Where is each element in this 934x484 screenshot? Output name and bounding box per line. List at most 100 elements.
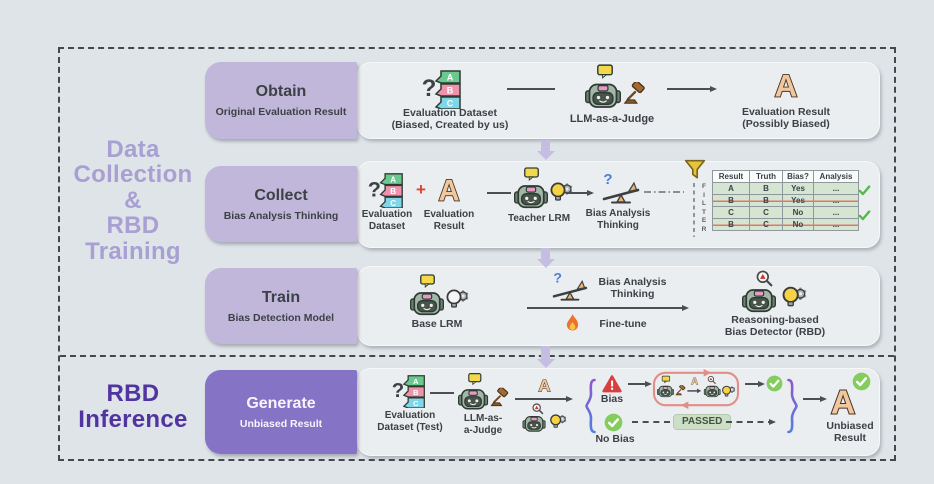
collect-subtitle: Bias Analysis Thinking [223, 209, 339, 222]
collect-thinking-label: Bias Analysis Thinking [585, 208, 651, 231]
col-bias: Bias? [782, 170, 814, 183]
obtain-arrow [667, 85, 717, 92]
finetune-label: Fine-tune [599, 318, 647, 330]
rbd-icon [742, 270, 808, 313]
obtain-header: Obtain Original Evaluation Result [205, 62, 357, 139]
cell-result: B [712, 194, 750, 207]
cell-truth: B [749, 182, 783, 195]
filter-table: Result Truth Bias? Analysis A B Yes ... … [712, 170, 859, 231]
cell-result: C [712, 206, 750, 219]
table-row: A B Yes ... [712, 182, 859, 195]
cell-result: B [712, 218, 750, 231]
evaluation-result-icon [772, 68, 800, 102]
finetune-arrow [527, 304, 689, 311]
final-arrow [803, 395, 827, 402]
flow-arrow-3 [536, 346, 555, 368]
cell-truth: C [749, 218, 783, 231]
generate-connector-line [430, 392, 454, 394]
no-bias-label: No Bias [595, 433, 635, 445]
resolved-check-icon [766, 375, 783, 392]
train-thinking-label: Bias Analysis Thinking [598, 276, 667, 301]
cell-analysis: ... [813, 194, 859, 207]
table-row: B B Yes ... [712, 194, 859, 207]
evaluation-dataset-icon [368, 172, 404, 208]
evaluation-dataset-icon [422, 69, 462, 109]
train-subtitle: Bias Detection Model [227, 311, 335, 324]
llm-judge-icon [585, 64, 646, 108]
loop-to-check-arrow [745, 380, 765, 387]
collect-arrow [566, 189, 594, 196]
generate-judge-label: LLM-as- a-Judge [463, 413, 503, 436]
cell-analysis: ... [813, 206, 859, 219]
base-lrm-label: Base LRM [411, 318, 463, 330]
obtain-subtitle: Original Evaluation Result [215, 106, 347, 118]
collect-result-label: Evaluation Result [423, 209, 475, 232]
generate-subtitle: Unbiased Result [239, 417, 323, 430]
collect-dataset-label: Evaluation Dataset [361, 209, 413, 232]
generate-dataset-label: Evaluation Dataset (Test) [377, 410, 443, 433]
collect-title: Collect [254, 186, 308, 204]
passed-dashed-line [632, 421, 670, 423]
table-row: C C No ... [712, 206, 859, 219]
filter-table-header-row: Result Truth Bias? Analysis [712, 170, 859, 183]
base-lrm-icon [410, 274, 470, 316]
cell-truth: B [749, 194, 783, 207]
passed-dashed-arrow [726, 418, 776, 425]
obtain-result-label: Evaluation Result (Possibly Biased) [741, 106, 831, 131]
flow-arrow-2 [536, 248, 555, 268]
pipeline-frame [58, 47, 896, 461]
filter-label: F I L T E R [701, 183, 707, 233]
cell-bias: Yes [782, 182, 814, 195]
generate-title: Generate [246, 394, 316, 412]
col-truth: Truth [749, 170, 783, 183]
obtain-judge-label: LLM-as-a-Judge [569, 113, 655, 125]
rbd-label: Reasoning-based Bias Detector (RBD) [724, 314, 826, 339]
cell-analysis: ... [813, 182, 859, 195]
filter-guide-line [693, 183, 695, 237]
cell-truth: C [749, 206, 783, 219]
rbd-icon [522, 403, 568, 432]
kept-check-icon [858, 185, 871, 196]
collect-header: Collect Bias Analysis Thinking [205, 166, 357, 242]
bias-warning-icon [602, 375, 622, 393]
obtain-title: Obtain [255, 83, 307, 100]
cell-bias: No [782, 206, 814, 219]
unbiased-result-label: Unbiased Result [826, 420, 874, 445]
table-row: B C No ... [712, 218, 859, 231]
train-header: Train Bias Detection Model [205, 268, 357, 344]
train-title: Train [261, 288, 301, 306]
teacher-lrm-icon [514, 167, 574, 209]
close-brace [787, 378, 798, 434]
open-brace [585, 378, 596, 434]
bias-analysis-icon [600, 171, 640, 205]
dash-dot-connector [644, 191, 684, 193]
rejudge-loop [652, 368, 740, 410]
kept-check-icon [858, 210, 871, 221]
teacher-lrm-label: Teacher LRM [507, 213, 571, 224]
col-result: Result [712, 170, 750, 183]
fire-icon [565, 313, 580, 332]
cell-bias: No [782, 218, 814, 231]
generate-arrow [515, 395, 573, 402]
flow-arrow-1 [536, 140, 555, 160]
training-inference-divider [60, 355, 894, 357]
cell-analysis: ... [813, 218, 859, 231]
cell-bias: Yes [782, 194, 814, 207]
training-stage-label: Data Collection & RBD Training [73, 136, 193, 265]
col-analysis: Analysis [813, 170, 859, 183]
obtain-connector-line [507, 88, 555, 90]
evaluation-dataset-icon [392, 374, 426, 408]
passed-badge: PASSED [673, 414, 732, 430]
bias-analysis-icon [550, 270, 588, 302]
obtain-dataset-label: Evaluation Dataset (Biased, Created by u… [391, 107, 509, 132]
bias-to-loop-arrow [628, 380, 652, 387]
plus-sign: + [416, 180, 426, 199]
llm-judge-icon [458, 373, 510, 410]
evaluation-result-icon [436, 174, 462, 205]
cell-result: A [712, 182, 750, 195]
unbiased-check-badge-icon [852, 372, 871, 391]
filter-funnel-icon [684, 159, 706, 181]
bias-label: Bias [600, 393, 624, 405]
collect-connector-line [487, 192, 511, 194]
